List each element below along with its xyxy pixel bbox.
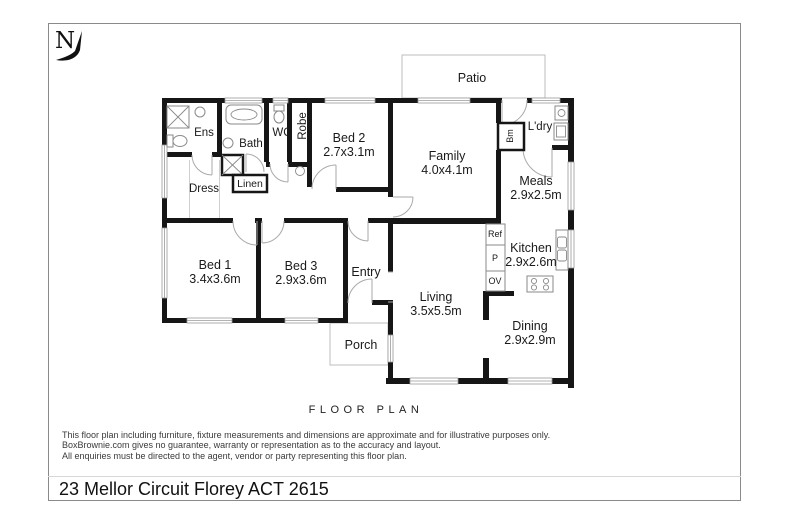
room-label-patio: Patio	[457, 71, 487, 85]
disclaimer-line: All enquiries must be directed to the ag…	[62, 450, 407, 461]
page-border	[48, 23, 741, 501]
north-arrow-icon	[56, 31, 82, 61]
room-label-robe: Robe	[297, 112, 309, 140]
disclaimer-text: This floor plan including furniture, fix…	[62, 430, 550, 461]
room-label-wc: WC	[272, 127, 292, 139]
shower-icon	[220, 153, 245, 177]
appliance-label-oven: OV	[488, 276, 502, 286]
room-label-entry: Entry	[351, 265, 381, 279]
room-label-linen: Linen	[237, 178, 263, 190]
appliance-label-pantry: P	[491, 253, 499, 263]
room-label-dress: Dress	[188, 183, 220, 195]
disclaimer-line: This floor plan including furniture, fix…	[62, 430, 551, 440]
vanity-icon	[295, 166, 305, 176]
toilet-icon	[166, 134, 188, 148]
kitchen-sink-icon	[555, 229, 569, 271]
basin-icon	[194, 106, 206, 118]
laundry-tub-icon	[554, 105, 569, 121]
fixtures	[166, 104, 569, 293]
room-label-porch: Porch	[344, 338, 378, 352]
north-label: N	[55, 28, 76, 54]
basin-icon	[222, 137, 234, 149]
disclaimer-line: BoxBrownie.com gives no guarantee, warra…	[62, 440, 441, 451]
property-address: 23 Mellor Circuit Florey ACT 2615	[59, 478, 329, 499]
room-label-bm: Bm	[505, 129, 515, 143]
washer-icon	[553, 122, 569, 141]
linen-box	[231, 173, 269, 194]
toilet-icon	[273, 104, 285, 124]
oven-box	[485, 270, 506, 292]
address-bar: 23 Mellor Circuit Florey ACT 2615	[48, 476, 741, 501]
stove-icon	[526, 275, 554, 293]
windows	[161, 97, 575, 385]
bathtub-icon	[225, 104, 263, 125]
broom-box	[496, 121, 526, 152]
floor-plan-walls	[162, 98, 574, 388]
shower-icon	[166, 105, 190, 129]
room-label-ens: Ens	[194, 127, 214, 139]
plan-title: FLOOR PLAN	[308, 404, 424, 416]
north-indicator: N	[55, 28, 75, 54]
room-label-bath: Bath	[239, 138, 263, 150]
appliance-label-fridge: Ref	[487, 229, 503, 239]
room-label-laundry: L'dry	[527, 121, 553, 133]
